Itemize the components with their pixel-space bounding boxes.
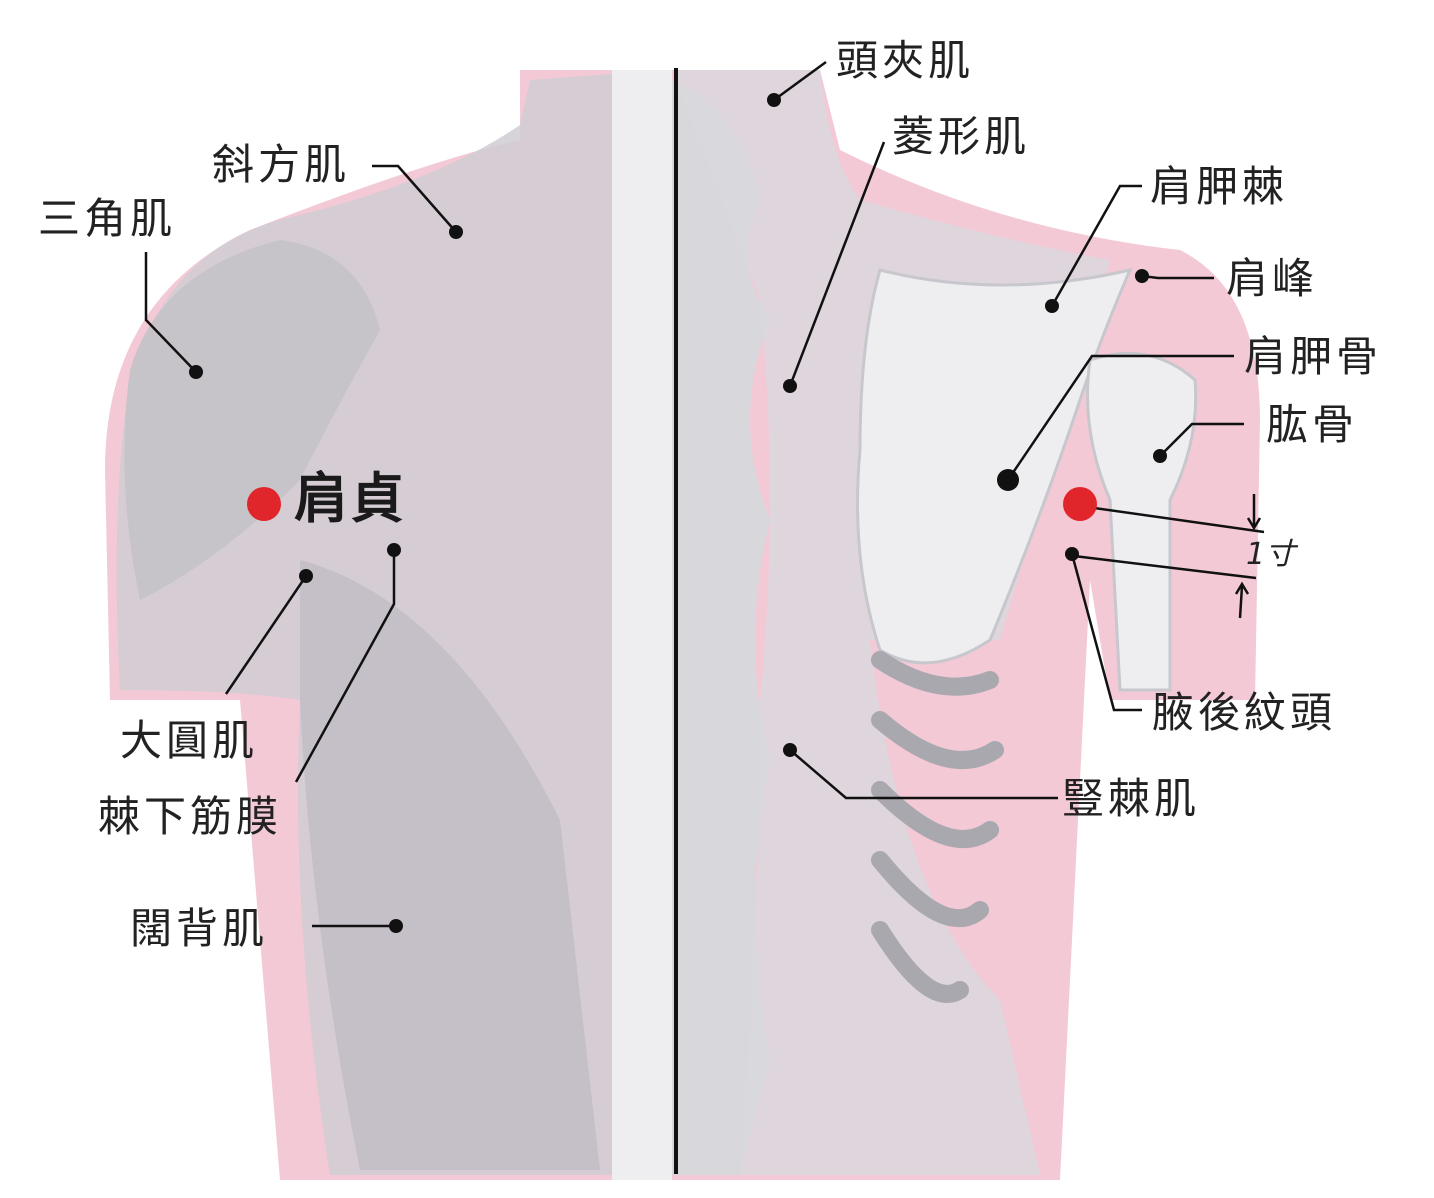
label-toujia: 頭夾肌 xyxy=(836,36,975,85)
scapula xyxy=(856,267,1133,665)
acupoint-name: 肩貞 xyxy=(294,467,406,530)
deltoid xyxy=(124,240,380,600)
leader-lines xyxy=(144,60,1265,928)
leader-sanjiao xyxy=(144,252,197,373)
label-jianjiagu: 肩胛骨 xyxy=(1244,332,1383,381)
label-xiefang: 斜方肌 xyxy=(212,140,351,189)
measure-arrow-bottom xyxy=(1238,585,1244,619)
leader-jianjiaji xyxy=(1050,184,1142,307)
acupoint-jianzhen-marker-left xyxy=(247,487,281,521)
measure-arrowhead-top xyxy=(1246,517,1262,531)
leader-dayuan xyxy=(224,575,308,695)
label-jianjiaji: 肩胛棘 xyxy=(1150,162,1289,211)
leader-xiefang xyxy=(372,164,457,233)
leader-jixia xyxy=(294,550,396,783)
leader-shuji xyxy=(789,749,1058,800)
acupoint-jianzhen-marker-right xyxy=(1063,487,1097,521)
measure-line-top xyxy=(1079,504,1265,534)
vertebrae xyxy=(672,80,770,1175)
humerus xyxy=(1086,351,1198,692)
leader-dots xyxy=(189,93,1167,933)
label-yehou: 腋後紋頭 xyxy=(1152,688,1337,737)
label-kuobei: 闊背肌 xyxy=(130,904,269,953)
label-jianfeng: 肩峰 xyxy=(1226,254,1319,303)
measure-text: 1寸 xyxy=(1246,537,1296,572)
label-dayuan: 大圓肌 xyxy=(120,716,259,765)
leader-yehou xyxy=(1070,553,1142,712)
leader-gonggu xyxy=(1159,422,1244,457)
leader-jianjiagu xyxy=(1006,354,1234,481)
spine-column xyxy=(612,70,672,1180)
ribs xyxy=(871,651,1004,1003)
label-gonggu: 肱骨 xyxy=(1266,400,1359,449)
label-sanjiao: 三角肌 xyxy=(38,194,177,243)
label-jixia: 棘下筋膜 xyxy=(98,792,283,841)
measure-arrowhead-bottom xyxy=(1234,581,1250,595)
latissimus xyxy=(300,560,600,1170)
leader-lingxing xyxy=(788,141,886,387)
label-lingxing: 菱形肌 xyxy=(892,112,1031,161)
measure-line-bottom xyxy=(1073,554,1257,580)
leader-toujia xyxy=(773,60,827,102)
label-shuji: 豎棘肌 xyxy=(1062,774,1201,823)
